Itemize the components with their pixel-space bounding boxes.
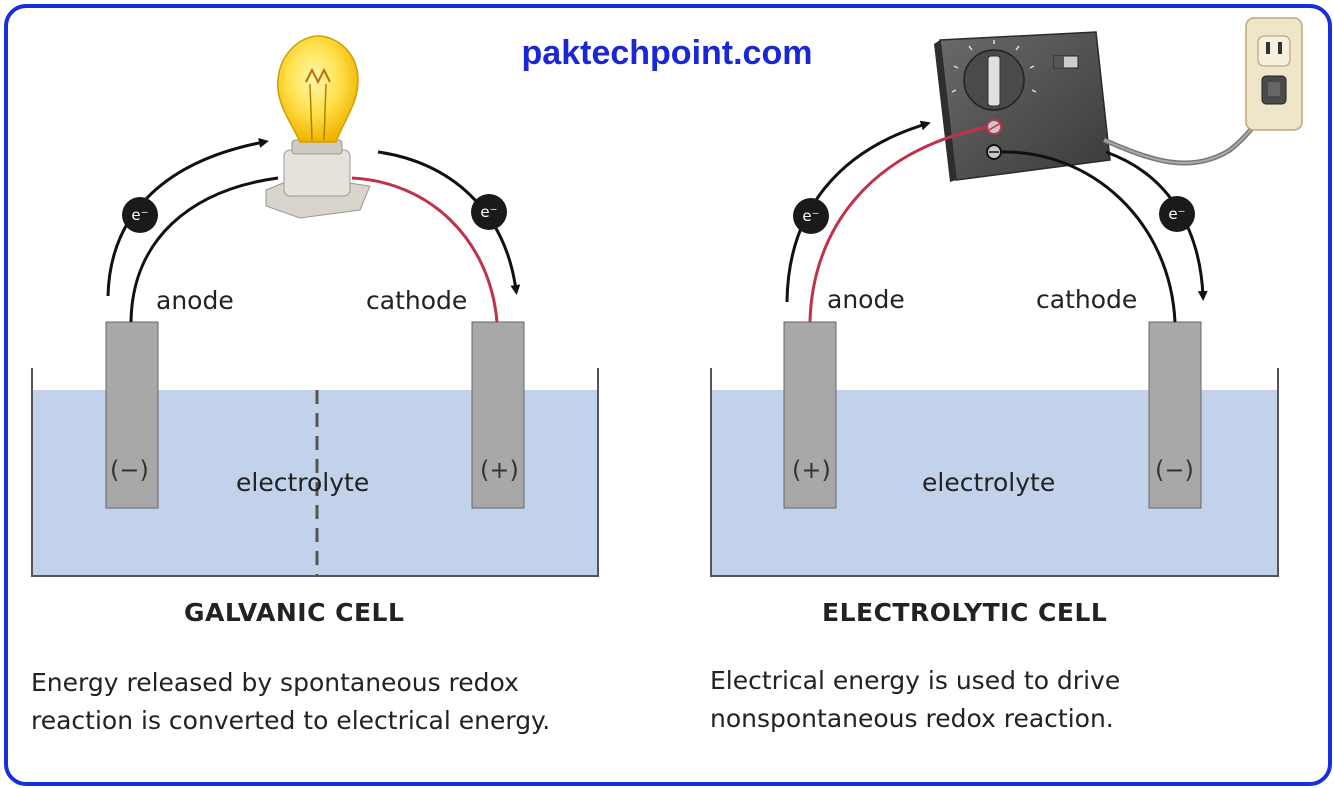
electrolytic-anode-sign: (+): [792, 456, 831, 484]
galvanic-electron-arrow-right: [377, 150, 521, 295]
galvanic-anode-electrode: [105, 321, 159, 509]
electrolytic-cathode-label: cathode: [1036, 285, 1138, 314]
galvanic-anode-label: anode: [156, 286, 234, 315]
electrolytic-anode-label: anode: [827, 285, 905, 314]
electron-symbol: e⁻: [131, 206, 148, 224]
electrolytic-electron-arrow-left: [785, 120, 931, 303]
galvanic-electron-left: e⁻: [122, 197, 158, 233]
galvanic-cathode-sign: (+): [480, 456, 519, 484]
galvanic-electron-right: e⁻: [471, 194, 507, 230]
electron-symbol: e⁻: [1168, 205, 1185, 223]
galvanic-wire-black: [129, 176, 279, 323]
electrolytic-title: ELECTROLYTIC CELL: [822, 598, 1108, 627]
electrolytic-anode-electrode: [783, 321, 837, 509]
electrolytic-cell: e⁻ e⁻: [710, 17, 1303, 577]
electrolytic-cathode-electrode: [1148, 321, 1202, 509]
galvanic-wire-red: [351, 176, 499, 323]
light-bulb-icon: [265, 35, 371, 219]
power-supply-icon: [934, 31, 1111, 182]
electrolytic-wire-red: [808, 125, 989, 323]
electrolytic-beaker: [710, 368, 1279, 577]
galvanic-electron-arrow-left: [106, 138, 269, 297]
galvanic-description-line1: Energy released by spontaneous redox: [31, 668, 519, 697]
galvanic-cathode-label: cathode: [366, 286, 468, 315]
power-cord: [1103, 95, 1273, 166]
galvanic-anode-sign: (−): [110, 456, 149, 484]
watermark-text: paktechpoint.com: [521, 34, 813, 72]
outer-frame: [4, 4, 1332, 786]
electrolytic-description-line2: nonspontaneous redox reaction.: [710, 704, 1114, 733]
electron-symbol: e⁻: [802, 207, 819, 225]
galvanic-description-line2: reaction is converted to electrical ener…: [31, 706, 551, 735]
galvanic-cell: e⁻ e⁻: [31, 35, 599, 577]
galvanic-title: GALVANIC CELL: [184, 598, 405, 627]
galvanic-cathode-electrode: [471, 321, 525, 509]
electrolytic-electrolyte-label: electrolyte: [922, 468, 1056, 497]
electrolytic-cathode-sign: (−): [1155, 456, 1194, 484]
wall-outlet-icon: [1245, 17, 1303, 131]
electron-symbol: e⁻: [480, 203, 497, 221]
galvanic-electrolyte-label: electrolyte: [236, 468, 370, 497]
galvanic-beaker: [31, 368, 599, 577]
electrolytic-electron-right: e⁻: [1159, 196, 1195, 232]
electrolytic-wire-black: [1000, 150, 1177, 323]
electrolytic-description-line1: Electrical energy is used to drive: [710, 666, 1121, 695]
electrolytic-electron-left: e⁻: [793, 198, 829, 234]
